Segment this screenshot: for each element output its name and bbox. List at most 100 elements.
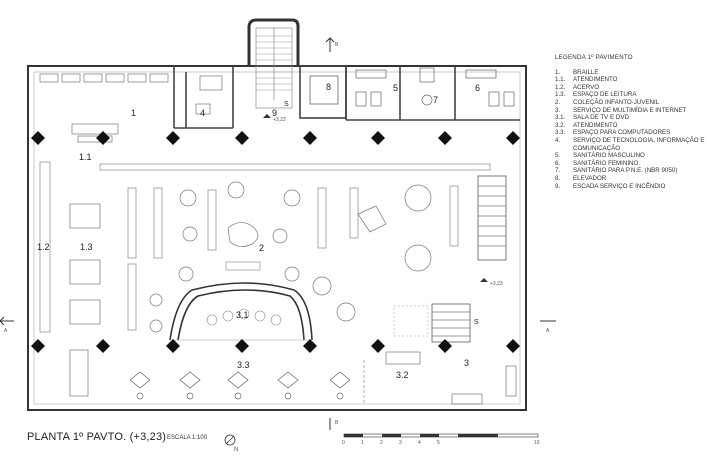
legend-item: 1.1. ATENDIMENTO — [555, 76, 705, 84]
svg-text:B: B — [335, 42, 339, 48]
legend-item-code: 3.3. — [555, 129, 566, 137]
legend-item: 3.3. ESPAÇO PARA COMPUTADORES — [555, 129, 705, 137]
room-label-3: 3 — [464, 358, 469, 368]
svg-text:10: 10 — [534, 440, 540, 446]
legend-item: 1.2. ACERVO — [555, 84, 705, 92]
legend-item: 1. BRAILLE — [555, 69, 705, 77]
room-label-1-2: 1.2 — [37, 242, 50, 252]
legend-item-desc: SANITÁRIO MASCULINO — [573, 152, 645, 160]
legend-item-code: 3. — [555, 106, 561, 114]
level-marker-right: +3,23 — [480, 278, 503, 287]
floor-legend: LEGENDA 1º PAVIMENTO 1. BRAILLE 1.1. ATENDI… — [555, 54, 705, 190]
room-label-2: 2 — [259, 243, 264, 253]
room-label-7: 7 — [433, 95, 438, 105]
svg-text:+3,23: +3,23 — [490, 281, 503, 287]
legend-item-desc: COLEÇÃO INFANTO-JUVENIL — [573, 98, 660, 106]
svg-text:A: A — [4, 328, 8, 334]
legend-item-desc: SERVIÇO DE MULTIMÍDIA E INTERNET — [573, 106, 687, 114]
service-core-walls — [173, 65, 520, 129]
elevator-car — [309, 75, 339, 105]
legend-item-desc: SALA DE TV E DVD — [573, 114, 629, 122]
room-label-9: 9 — [272, 108, 277, 118]
svg-text:+3,23: +3,23 — [273, 117, 286, 123]
braille-room-furniture — [39, 73, 223, 143]
svg-text:B: B — [335, 420, 339, 426]
svg-text:A: A — [546, 328, 550, 334]
svg-text:0: 0 — [342, 440, 345, 446]
legend-item-code: 1. — [555, 68, 561, 76]
legend-item: 6. SANITÁRIO FEMININO — [555, 160, 705, 168]
legend-item-desc: ACERVO — [573, 83, 600, 91]
legend-item-code: 5. — [555, 152, 561, 160]
legend-item-code: 3.2. — [555, 121, 566, 129]
legend-item-code: 7. — [555, 167, 561, 175]
room-label-1-3: 1.3 — [80, 242, 93, 252]
svg-text:2: 2 — [380, 440, 383, 446]
room-label-1-1: 1.1 — [79, 152, 92, 162]
sanitary-fixtures — [355, 67, 515, 107]
legend-item: 1.3.ESPAÇO DE LEITURA — [555, 91, 705, 99]
legend-item: 4. SERVIÇO DE TECNOLOGIA, INFORMAÇÃO E CO… — [555, 137, 705, 152]
reading-tables — [69, 203, 101, 397]
svg-text:N: N — [234, 447, 238, 453]
legend-item: 3.2. ATENDIMENTO — [555, 122, 705, 130]
room-label-5: 5 — [393, 83, 398, 93]
svg-text:4: 4 — [418, 440, 421, 446]
section-marker-b-top: B — [325, 37, 339, 52]
room-label-3-3: 3.3 — [237, 360, 250, 370]
legend-item-desc: SERVIÇO DE TECNOLOGIA, INFORMAÇÃO E COMU… — [573, 136, 705, 152]
legend-item-desc: SANITÁRIO FEMININO — [573, 159, 639, 167]
scale-label: ESCALA 1:100 — [167, 435, 208, 441]
legend-item-desc: ESPAÇO PARA COMPUTADORES — [573, 129, 671, 137]
legend-item-code: 8. — [555, 174, 561, 182]
legend-item: 2. COLEÇÃO INFANTO-JUVENIL — [555, 99, 705, 107]
tv-room-seating — [206, 261, 282, 326]
north-arrow-icon: N — [224, 434, 238, 453]
room-labels: 1 1.1 1.2 1.3 2 3 3.1 3.2 3.3 4 5 6 7 8 … — [37, 82, 480, 380]
legend-item-code: 2. — [555, 98, 561, 106]
round-tables — [149, 181, 432, 333]
room-label-3-2: 3.2 — [396, 370, 409, 380]
legend-item-desc: ELEVADOR — [573, 174, 607, 182]
legend-item: 5. SANITÁRIO MASCULINO — [555, 152, 705, 160]
room-label-3-1: 3.1 — [236, 310, 249, 320]
legend-item: 8. ELEVADOR — [555, 175, 705, 183]
svg-text:5: 5 — [437, 440, 440, 446]
section-marker-b-bottom: B — [329, 418, 339, 430]
svg-text:3: 3 — [399, 440, 402, 446]
legend-item: 3.1. SALA DE TV E DVD — [555, 114, 705, 122]
section-marker-a-right: A — [540, 320, 556, 334]
legend-item-desc: ATENDIMENTO — [573, 76, 618, 84]
plan-title: PLANTA 1º PAVTO. (+3,23) — [27, 431, 167, 443]
legend-item-code: 9. — [555, 182, 561, 190]
legend-item-code: 1.2. — [555, 83, 566, 91]
graphic-scale-bar: 0 1 2 3 4 5 10 — [342, 433, 540, 446]
legend-item-desc: ESCADA SERVIÇO E INCÊNDIO — [573, 182, 666, 190]
legend-item-desc: ATENDIMENTO — [573, 121, 618, 129]
legend-item-code: 3.1. — [555, 114, 566, 122]
stair-marker-main: S — [474, 319, 479, 326]
structural-columns — [31, 131, 520, 353]
legend-item-desc: BRAILLE — [573, 68, 599, 76]
legend-title: LEGENDA 1º PAVIMENTO — [555, 54, 633, 61]
legend-item: 3. SERVIÇO DE MULTIMÍDIA E INTERNET — [555, 107, 705, 115]
level-marker-upper: +3,23 — [263, 114, 286, 123]
legend-item-code: 1.1. — [555, 76, 566, 84]
multimedia-furniture — [363, 175, 517, 405]
svg-text:1: 1 — [361, 440, 364, 446]
room-label-6: 6 — [475, 83, 480, 93]
legend-item-desc: SANITÁRIO PARA P.N.E. (NBR 9050) — [573, 167, 678, 175]
computer-stations — [129, 371, 351, 400]
room-label-1: 1 — [131, 108, 136, 118]
book-shelves — [39, 161, 491, 333]
legend-item-code: 4. — [555, 136, 561, 144]
legend-item-code: 6. — [555, 159, 561, 167]
room-label-4: 4 — [200, 108, 205, 118]
legend-item: 7. SANITÁRIO PARA P.N.E. (NBR 9050) — [555, 167, 705, 175]
stair-marker-service: S — [284, 101, 289, 108]
legend-item-desc: ESPAÇO DE LEITURA — [573, 91, 637, 99]
room-label-8: 8 — [326, 82, 331, 92]
legend-item: 9. ESCADA SERVIÇO E INCÊNDIO — [555, 183, 705, 191]
